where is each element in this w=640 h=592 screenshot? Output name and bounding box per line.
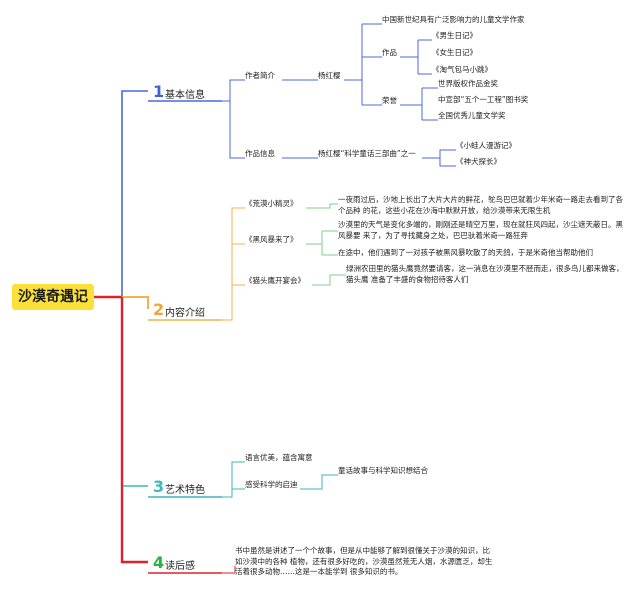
- author-name-node[interactable]: 杨红樱: [318, 71, 341, 80]
- series-book-item[interactable]: 《神犬探长》: [456, 157, 501, 166]
- feature-item[interactable]: 感受科学的启迪: [245, 480, 298, 489]
- branch-2-connector: [122, 296, 149, 309]
- series-book-item[interactable]: 《小蛙人漫游记》: [456, 141, 516, 150]
- honor-item[interactable]: 全国优秀儿童文学奖: [438, 111, 506, 120]
- s3-fork: [222, 461, 245, 498]
- s3-link: [300, 474, 338, 490]
- works-node[interactable]: 作品: [382, 48, 397, 57]
- s2-leaf: [312, 274, 346, 286]
- feature-sub-item[interactable]: 童话故事与科学知识想结合: [338, 466, 428, 475]
- work-item[interactable]: 《男生日记》: [432, 31, 477, 40]
- work-item[interactable]: 《女生日记》: [432, 48, 477, 57]
- chapter-summary[interactable]: 一夜雨过后，沙地上长出了大片大片的鲜花，鸵鸟巴巴就着少年米奇一路走去看到了各个品…: [338, 195, 623, 215]
- section-4-number: 4: [153, 553, 165, 572]
- chapter-summary[interactable]: 沙漠里的天气是变化多端的，刚刚还是晴空万里，现在就狂风四起，沙尘遮天蔽日。黑风暴…: [338, 220, 623, 240]
- s1-fork: [229, 101, 245, 159]
- section-2-label[interactable]: 内容介绍: [165, 308, 205, 319]
- section-3-number: 3: [153, 477, 165, 496]
- reflection-text[interactable]: 书中虽然是讲述了一个个故事，但是从中能够了解到很懂关于沙漠的知识，比如沙漠中的各…: [235, 546, 493, 576]
- author-intro-node[interactable]: 作者简介: [245, 71, 275, 80]
- section-3-label[interactable]: 艺术特色: [165, 485, 205, 496]
- section-1-label[interactable]: 基本信息: [165, 90, 205, 101]
- s1-link: [422, 149, 456, 159]
- branch-1-connector: [121, 90, 148, 297]
- series-node[interactable]: 杨红樱“科学童话三部曲”之一: [318, 149, 416, 158]
- honor-item[interactable]: 中宣部“五个一工程”图书奖: [438, 95, 529, 104]
- chapter-summary[interactable]: 在途中，他们遇到了一对孩子被黑风暴吹散了的天鸽，于是米奇他当帮助他们: [338, 248, 593, 257]
- s2-fork: [222, 207, 245, 321]
- book-info-node[interactable]: 作品信息: [245, 149, 275, 158]
- s4-link: [222, 566, 236, 574]
- chapter-title-node[interactable]: 《黑风暴来了》: [245, 235, 298, 244]
- branch-3-connector: [121, 297, 148, 487]
- honor-item[interactable]: 世界版权作品金奖: [438, 79, 498, 88]
- s1-link: [439, 158, 456, 167]
- branch-4-connector: [120, 297, 148, 564]
- section-1-number: 1: [153, 82, 165, 101]
- work-item[interactable]: 《淘气包马小跳》: [432, 65, 492, 74]
- root-node[interactable]: 沙漠奇遇记: [12, 284, 94, 310]
- feature-item[interactable]: 语言优美，蕴含寓意: [245, 453, 313, 462]
- section-2-number: 2: [153, 300, 165, 319]
- author-desc-node[interactable]: 中国新世纪具有广泛影响力的儿童文学作家: [382, 15, 525, 24]
- honors-node[interactable]: 荣誉: [382, 96, 397, 105]
- chapter-title-node[interactable]: 《猫头鹰开宴会》: [245, 276, 305, 285]
- section-4-label[interactable]: 读后感: [165, 561, 195, 572]
- s1-fork: [222, 79, 245, 102]
- s2-leaf: [306, 203, 338, 209]
- chapter-title-node[interactable]: 《荒漠小精灵》: [245, 199, 298, 208]
- chapter-summary[interactable]: 绿洲农田里的猫头鹰竟然要请客，这一消息在沙漠里不胫而走，很多鸟儿都来做客，猫头鹰…: [346, 264, 624, 284]
